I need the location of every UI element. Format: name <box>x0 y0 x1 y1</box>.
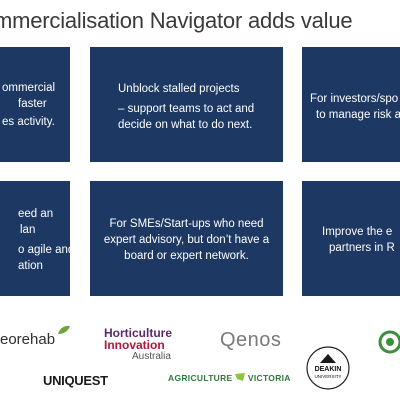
card-line: ation <box>18 260 43 272</box>
card-line: eed an <box>18 208 54 220</box>
georehab-logo: eorehab <box>0 324 71 348</box>
agriculture-victoria-logo: AGRICULTURE VICTORIA <box>168 373 291 383</box>
card-line: lan <box>20 224 36 236</box>
leaf-icon <box>58 325 71 334</box>
card-line: o agile and <box>18 244 70 256</box>
value-card-improve-partners: Improve the e partners in R <box>302 181 400 296</box>
green-swirl-logo <box>376 330 400 359</box>
slide-title: mmercialisation Navigator adds value <box>0 8 353 33</box>
value-card-plan: eed an lan o agile and ation <box>0 181 70 296</box>
horticulture-innovation-logo: Horticulture Innovation Australia <box>104 326 173 362</box>
qenos-logo: Qenos <box>220 329 282 351</box>
card-line: ommercial <box>2 82 56 94</box>
value-card-unblock-projects: Unblock stalled projects – support teams… <box>90 47 283 162</box>
card-line: For SMEs/Start-ups who need <box>109 218 264 230</box>
card-line: For investors/spo <box>310 93 399 105</box>
card-line: board or expert network. <box>124 250 249 262</box>
deakin-emblem-icon <box>306 346 350 390</box>
value-card-smes-startups: For SMEs/Start-ups who need expert advis… <box>90 181 283 296</box>
card-line: es activity. <box>2 116 55 128</box>
value-card-faster-commercial: ommercial faster es activity. <box>0 47 70 162</box>
value-card-investors: For investors/spo to manage risk a <box>302 47 400 162</box>
card-line: expert advisory, but don’t have a <box>103 234 270 246</box>
card-line: Improve the e <box>322 226 393 238</box>
card-line: to manage risk a <box>316 109 400 121</box>
victoria-map-icon <box>235 373 246 381</box>
card-heading: Unblock stalled projects <box>118 83 240 95</box>
card-line: – support teams to act and <box>118 103 255 115</box>
card-line: faster <box>18 98 47 110</box>
card-line: decide on what to do next. <box>118 119 253 131</box>
uniquest-logo: UNIQUEST <box>43 373 108 388</box>
swirl-icon <box>378 330 400 354</box>
card-line: partners in R <box>329 242 395 254</box>
